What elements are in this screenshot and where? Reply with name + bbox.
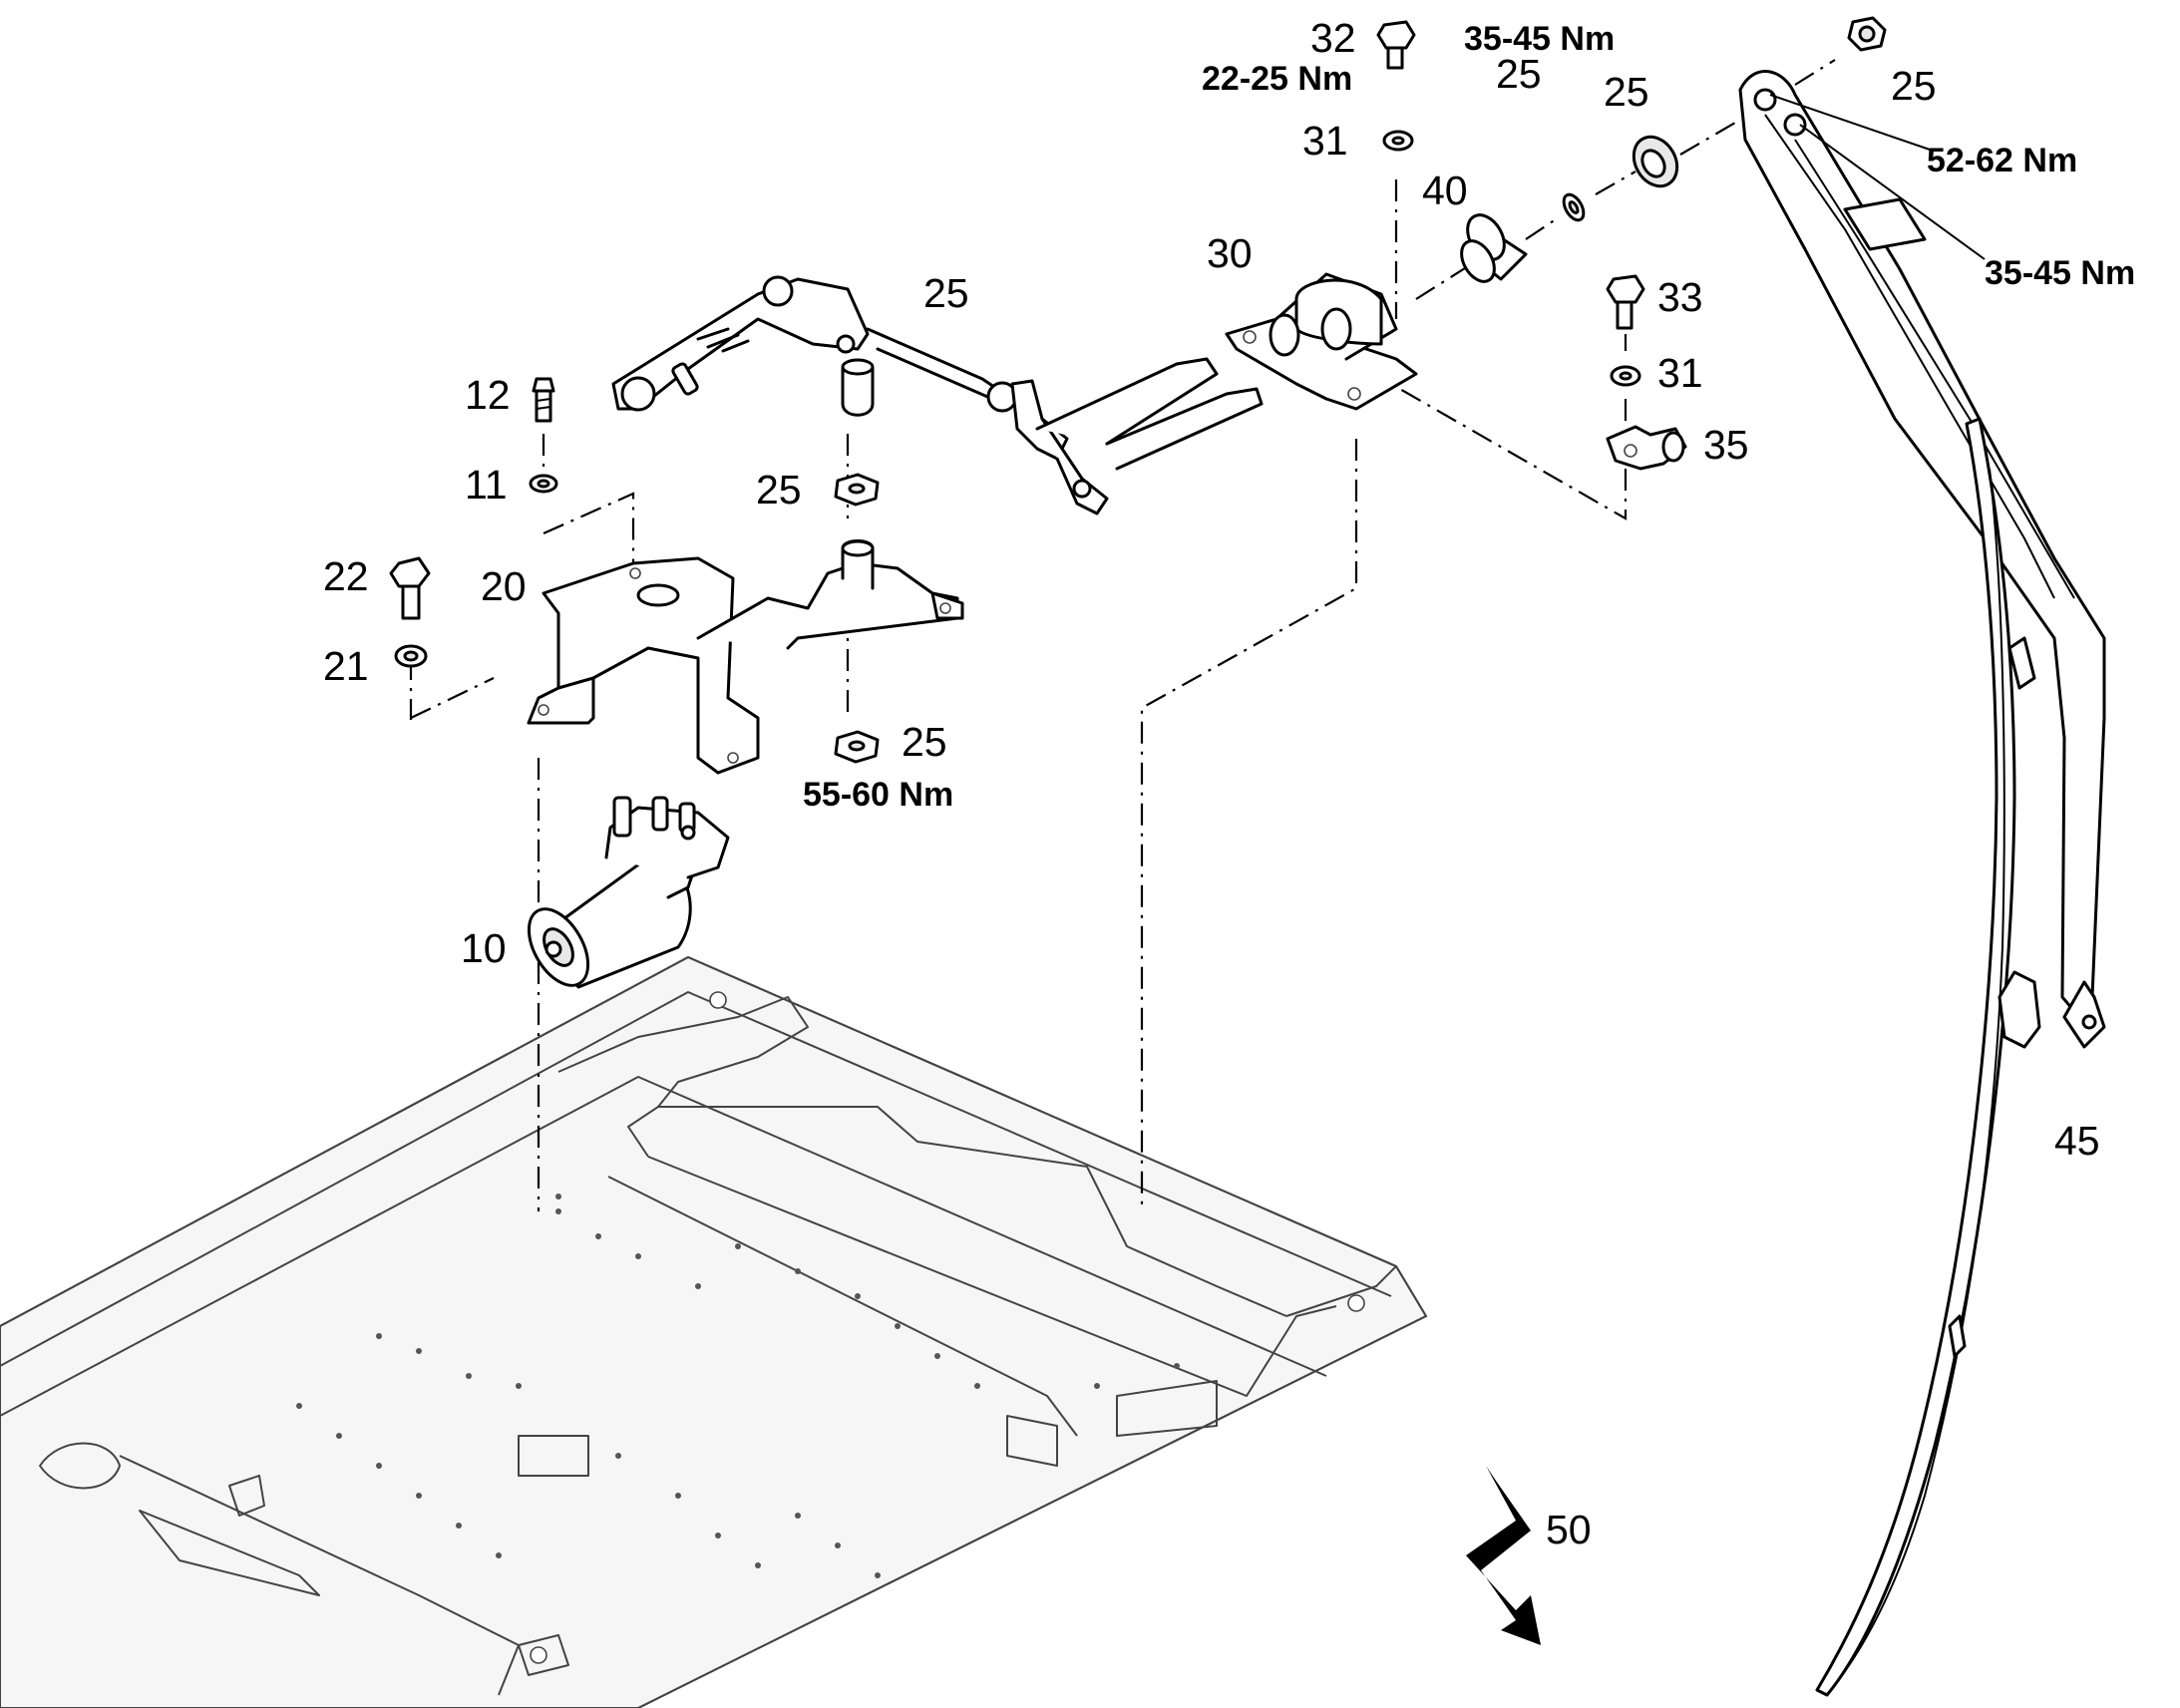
callout-50: 50 xyxy=(1546,1507,1592,1552)
callout-21: 21 xyxy=(323,643,369,689)
callout-45: 45 xyxy=(2054,1118,2100,1164)
callout-40: 40 xyxy=(1422,168,1468,213)
clip-35 xyxy=(1606,425,1687,471)
callout-35: 35 xyxy=(1703,422,1749,468)
callout-25-nut-bottom: 25 xyxy=(902,719,947,765)
callout-25-nut-top: 25 xyxy=(756,467,802,512)
washer-11 xyxy=(529,474,558,494)
torque-22-25: 22-25 Nm xyxy=(1202,60,1352,98)
callout-33: 33 xyxy=(1657,274,1703,320)
callout-25-cap: 25 xyxy=(1891,63,1937,109)
motor-bracket xyxy=(527,539,964,775)
washer-21 xyxy=(394,644,428,668)
callout-11: 11 xyxy=(465,462,508,508)
callout-10: 10 xyxy=(461,925,507,971)
callout-25-ring: 25 xyxy=(1496,51,1542,97)
frame-holes xyxy=(296,1194,1180,1578)
callout-22: 22 xyxy=(323,553,369,599)
callout-31-top: 31 xyxy=(1302,118,1348,164)
torque-55-60: 55-60 Nm xyxy=(803,776,953,814)
torque-35-45-top: 35-45 Nm xyxy=(1464,20,1615,58)
cap-bushing-25 xyxy=(1632,135,1679,188)
callout-25-bushing: 25 xyxy=(1604,69,1649,115)
bolt-33 xyxy=(1606,274,1645,330)
torque-pointer-lines xyxy=(1769,94,1986,260)
nut-25-top xyxy=(834,473,880,507)
bolt-22 xyxy=(389,556,431,620)
wiper-arm-blade xyxy=(1738,70,2106,1697)
callout-25-linkage: 25 xyxy=(923,270,969,316)
callout-32: 32 xyxy=(1310,15,1356,61)
assembly-leader-lines xyxy=(409,59,1836,1211)
torque-labels: 22-25 Nm 35-45 Nm 52-62 Nm 35-45 Nm 55-6… xyxy=(803,20,2135,814)
bushing-40 xyxy=(1460,213,1528,283)
bolt-32 xyxy=(1376,20,1416,70)
callout-31-mid: 31 xyxy=(1657,350,1703,396)
cab-frame xyxy=(0,955,1428,1708)
callout-20: 20 xyxy=(481,563,527,609)
bolt-12 xyxy=(532,377,555,423)
torque-35-45-arm: 35-45 Nm xyxy=(1985,254,2135,292)
callout-labels: 10 11 12 20 21 22 25 25 25 25 25 25 30 3… xyxy=(323,15,2100,1552)
lightning-bolt-icon xyxy=(1466,1466,1541,1645)
callout-30: 30 xyxy=(1207,230,1253,276)
wiper-linkage xyxy=(611,275,1264,515)
washer-31-top xyxy=(1382,130,1414,152)
wiper-motor xyxy=(527,796,730,989)
callout-12: 12 xyxy=(465,372,511,418)
washer-31-mid xyxy=(1610,365,1641,387)
ring-25 xyxy=(1562,192,1586,222)
nut-25-bottom xyxy=(834,730,880,764)
torque-52-62: 52-62 Nm xyxy=(1927,142,2077,179)
pivot-housing xyxy=(1225,272,1418,411)
cap-nut-25 xyxy=(1847,16,1887,52)
